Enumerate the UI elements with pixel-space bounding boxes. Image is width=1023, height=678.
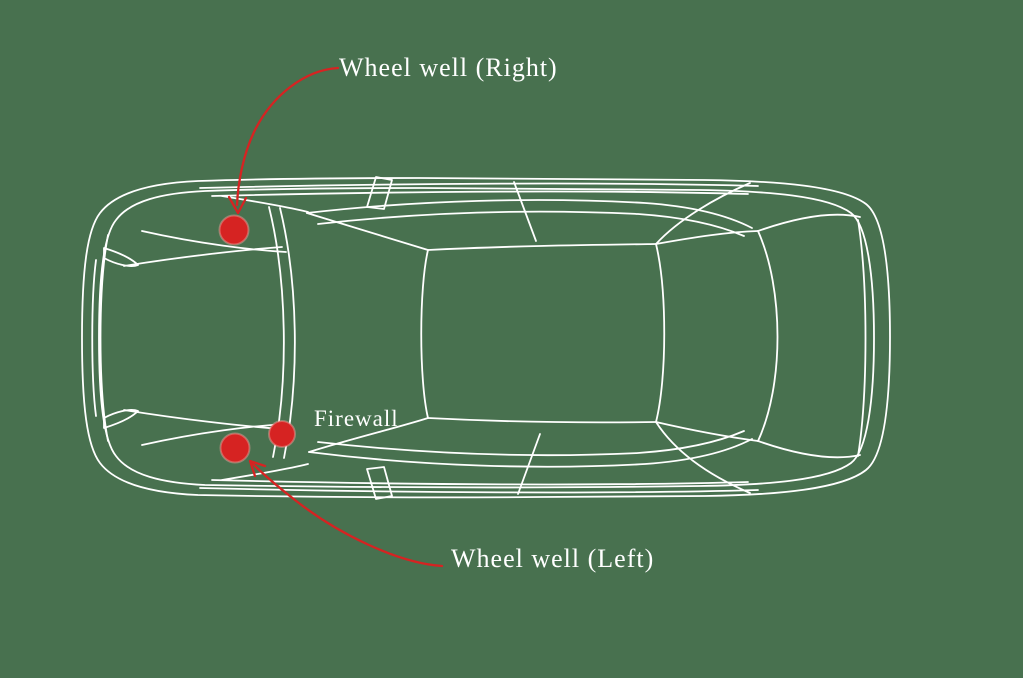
front-bumper-arc-2 [91, 259, 97, 417]
leader-lines [227, 66, 444, 568]
hood-crease-left-2 [123, 409, 283, 430]
arrowhead-wheel-well-right [227, 195, 248, 215]
firewall-line-1 [268, 206, 285, 458]
hood-crease-right-1 [141, 230, 287, 253]
body-outline-inner [98, 187, 875, 489]
headlight-right [103, 247, 139, 267]
deck-diagonal-left [757, 440, 861, 459]
markers [218, 214, 296, 464]
side-mirror-left [366, 466, 393, 500]
roof-rail-left-2 [211, 479, 749, 486]
roof-rail-right-1 [199, 182, 759, 189]
a-pillar-left [308, 417, 429, 453]
body-outline-outer [81, 177, 891, 499]
a-pillar-right [306, 212, 429, 251]
fender-line-left [221, 463, 309, 481]
window-band-right-1 [306, 199, 753, 229]
label-wheel-well-left: Wheel well (Left) [451, 544, 655, 573]
window-band-left-1 [308, 438, 753, 468]
marker-wheel-well-right[interactable] [218, 214, 250, 246]
leader-line-wheel-well-left [250, 461, 444, 568]
window-band-left-2 [317, 430, 745, 457]
roof-edge-right [427, 243, 657, 251]
leader-line-wheel-well-right [235, 66, 340, 207]
deck-diagonal-right [757, 213, 861, 232]
marker-wheel-well-left[interactable] [219, 432, 251, 464]
window-band-right-2 [317, 210, 745, 237]
fender-line-right [221, 195, 309, 213]
windshield-top-arc [420, 249, 429, 419]
headlight-left [103, 409, 139, 429]
roof-edge-left [427, 417, 657, 424]
roof-rail-left-1 [199, 487, 759, 494]
rear-window-bottom-edge [655, 421, 759, 442]
rear-window-top-edge [655, 230, 759, 245]
arrowhead-wheel-well-left [248, 459, 267, 478]
car-line-art [81, 176, 891, 500]
label-firewall: Firewall [314, 406, 399, 431]
side-mirror-right [366, 176, 393, 210]
roof-rail-right-2 [211, 190, 749, 197]
rear-bumper-arc [857, 219, 867, 457]
marker-firewall[interactable] [268, 420, 296, 448]
c-pillar-left [655, 421, 751, 494]
hood-crease-right-2 [123, 246, 283, 267]
label-wheel-well-right: Wheel well (Right) [339, 53, 558, 82]
roof-rear-arc [655, 243, 666, 423]
rear-window-rear-arc [757, 230, 779, 442]
